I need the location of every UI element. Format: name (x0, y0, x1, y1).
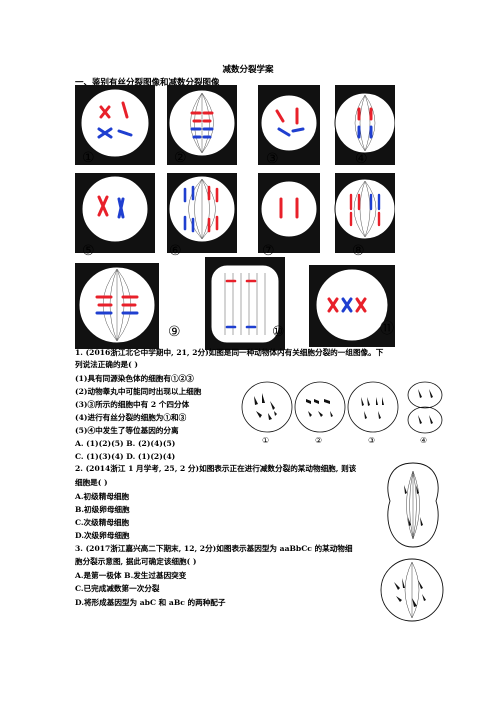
q2-option-d: D.次级卵母细胞 (75, 531, 130, 540)
q2-stem-line1: 2. (2014浙江 1 月学考, 25, 2 分)如图表示正在进行减数分裂的某… (75, 464, 357, 473)
q3-figure (380, 558, 444, 622)
cell-figure-3 (258, 85, 320, 165)
q3-option-ab: A.是第一极体 B.发生过基因突变 (75, 571, 187, 580)
cell-figure-7 (258, 173, 320, 253)
q1-statement: (2)动物睾丸中可能同时出现以上细胞 (75, 387, 202, 396)
q1-statement: (5)④中发生了等位基因的分离 (75, 426, 179, 435)
cell-label-5: ⑤ (82, 243, 95, 259)
q3-option-d: D.将形成基因型为 abC 和 aBc 的两种配子 (75, 598, 226, 607)
q1-fig-label-2: ② (315, 436, 323, 445)
cell-figure-1 (75, 85, 155, 165)
q1-options-line2: C. (1)(3)(4) D. (1)(2)(4) (75, 452, 176, 461)
q3-stem-line1: 3. (2017浙江嘉兴高二下期末, 12, 2分)如图表示基因型为 aaBbC… (75, 544, 353, 553)
q3-option-c: C.已完成减数第一次分裂 (75, 584, 160, 593)
cell-figure-6 (167, 173, 237, 253)
q1-fig-label-1: ① (262, 436, 270, 445)
cell-figure-10 (205, 257, 285, 350)
cell-figure-5 (75, 173, 155, 253)
q1-stem-line2: 列说法正确的是( ) (75, 360, 138, 369)
q2-option-b: B.初级卵母细胞 (75, 505, 130, 514)
cell-figure-2 (167, 85, 237, 165)
q1-statement: (3)③所示的细胞中有 2 个四分体 (75, 400, 190, 409)
section-heading: 一、鉴别有丝分裂图像和减数分裂图像 (75, 78, 220, 88)
q2-option-a: A.初级精母细胞 (75, 492, 130, 501)
cell-label-4: ④ (355, 151, 368, 167)
cell-label-11: ⑪ (380, 321, 394, 337)
cell-label-10: ⑩ (272, 324, 285, 340)
q1-options-line1: A. (1)(2)(5) B. (2)(4)(5) (75, 439, 176, 448)
cell-division-figure-grid (75, 85, 395, 350)
q1-statement: (1)具有同源染色体的细胞有①②③ (75, 374, 194, 383)
q1-figure (241, 381, 443, 434)
q3-stem-line2: 胞分裂示意图, 据此可确定该细胞( ) (75, 557, 197, 566)
q2-stem-line2: 细胞是( ) (75, 478, 108, 487)
q2-figure (387, 462, 439, 548)
cell-figure-8 (334, 173, 395, 253)
q1-fig-label-3: ③ (368, 436, 376, 445)
cell-label-6: ⑥ (169, 243, 182, 259)
q1-stem-line1: 1. (2016浙江北仑中学期中, 21, 2分)如图是同一种动物体内有关细胞分… (75, 348, 384, 357)
cell-label-2: ② (174, 150, 187, 166)
cell-label-3: ③ (266, 151, 279, 167)
cell-figure-9 (75, 263, 159, 349)
q1-statement: (4)进行有丝分裂的细胞为①和③ (75, 413, 187, 422)
cell-label-9: ⑨ (168, 324, 181, 340)
cell-figure-11 (309, 265, 395, 347)
q2-option-c: C.次级精母细胞 (75, 518, 130, 527)
q1-fig-label-4: ④ (420, 436, 428, 445)
cell-figure-4 (334, 85, 395, 165)
cell-label-7: ⑦ (262, 243, 275, 259)
document-title: 减数分裂学案 (222, 65, 274, 75)
cell-label-8: ⑧ (352, 243, 365, 259)
cell-label-1: ① (82, 150, 95, 166)
